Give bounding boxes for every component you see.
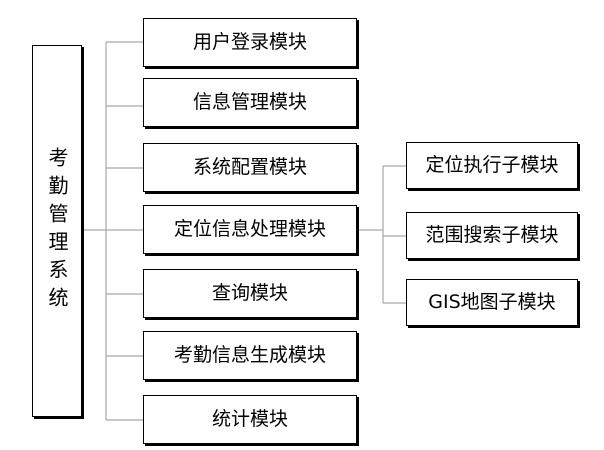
module-node-label: 系统配置模块: [192, 156, 307, 178]
module-node-info-management: 信息管理模块: [143, 78, 357, 127]
submodule-node-execute: 定位执行子模块: [406, 142, 578, 189]
module-node-label: 定位信息处理模块: [173, 218, 326, 240]
module-node-location: 定位信息处理模块: [143, 205, 357, 254]
module-node-query: 查询模块: [143, 269, 357, 318]
submodule-node-range-search: 范围搜索子模块: [406, 212, 578, 259]
submodule-node-gis-map: GIS地图子模块: [406, 279, 578, 326]
module-node-label: 信息管理模块: [192, 91, 307, 113]
submodule-node-label: 范围搜索子模块: [425, 224, 559, 246]
root-node: 考勤管理系统: [32, 45, 82, 417]
module-node-statistics: 统计模块: [143, 395, 357, 444]
module-node-label: 查询模块: [211, 282, 288, 304]
module-node-config: 系统配置模块: [143, 143, 357, 192]
submodule-node-label: 定位执行子模块: [425, 154, 559, 176]
module-node-label: 考勤信息生成模块: [173, 344, 326, 366]
submodule-node-label: GIS地图子模块: [428, 291, 556, 313]
root-node-label: 考勤管理系统: [45, 147, 69, 315]
module-node-label: 用户登录模块: [192, 31, 307, 53]
module-node-label: 统计模块: [211, 408, 288, 430]
module-node-login: 用户登录模块: [143, 18, 357, 67]
module-node-attendance-gen: 考勤信息生成模块: [143, 331, 357, 380]
